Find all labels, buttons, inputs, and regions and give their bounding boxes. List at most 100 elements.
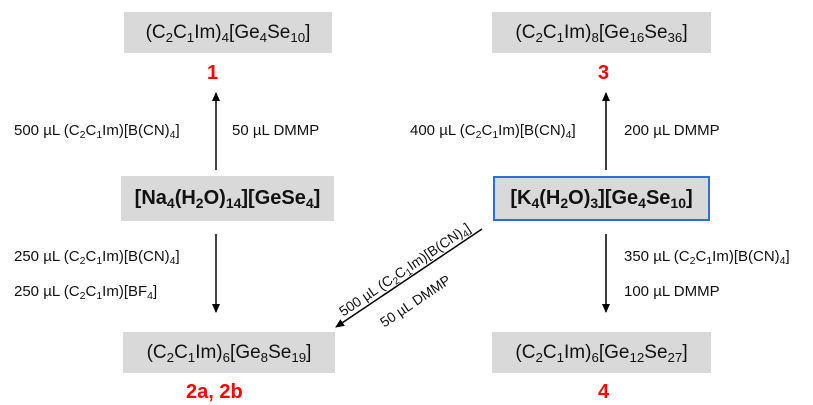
formula-subscript: 2 <box>475 129 482 142</box>
formula-text: C <box>695 248 707 265</box>
formula-subscript: 4 <box>305 195 314 212</box>
formula-subscript: 16 <box>629 29 645 45</box>
formula-text: [Ge <box>229 21 260 43</box>
formula-subscript: 2 <box>195 195 204 212</box>
formula-text: ] <box>686 187 693 209</box>
formula-text: O) <box>203 187 226 209</box>
formula-text: Im)[B(CN) <box>102 248 170 265</box>
formula-text: 500 µL (C <box>14 122 80 139</box>
reactant-na-formula: [Na4(H2O)14][GeSe4] <box>135 187 321 210</box>
formula-text: Im)[B(CN) <box>712 248 780 265</box>
formula-text: (C <box>515 21 536 43</box>
condition-to2-il2: 250 µL (C2C1Im)[BF4] <box>14 283 158 303</box>
formula-text: ] <box>682 341 688 363</box>
formula-text: 400 µL (C <box>410 122 476 139</box>
formula-subscript: 1 <box>556 349 564 365</box>
formula-subscript: 2 <box>166 349 175 365</box>
formula-subscript: 1 <box>96 129 103 142</box>
formula-text: C <box>542 341 557 363</box>
condition-to3-dmmp: 200 µL DMMP <box>624 122 720 139</box>
formula-subscript: 1 <box>187 349 196 365</box>
formula-text: C <box>481 122 493 139</box>
product-4-formula: (C2C1Im)6[Ge12Se27] <box>515 342 687 364</box>
formula-subscript: 2 <box>535 29 543 45</box>
condition-to1-dmmp: 50 µL DMMP <box>232 122 320 139</box>
formula-subscript: 4 <box>169 129 176 142</box>
formula-subscript: 4 <box>147 290 153 303</box>
condition-to3-il: 400 µL (C2C1Im)[B(CN)4] <box>410 122 576 142</box>
formula-subscript: 36 <box>667 29 683 45</box>
product-3-formula: (C2C1Im)8[Ge16Se36] <box>515 22 687 44</box>
formula-text: Im)[B(CN) <box>102 122 170 139</box>
reactant-k-box: [K4(H2O)3][Ge4Se10] <box>493 176 710 221</box>
formula-text: [Ge <box>598 21 630 43</box>
formula-subscript: 2 <box>79 129 86 142</box>
formula-subscript: 1 <box>96 255 103 268</box>
formula-text: (H <box>174 187 196 209</box>
reactant-na-box: [Na4(H2O)14][GeSe4] <box>121 176 334 221</box>
condition-to2-il1: 250 µL (C2C1Im)[B(CN)4] <box>14 248 180 268</box>
product-4-number: 4 <box>598 381 610 403</box>
product-3-number: 3 <box>598 62 610 84</box>
formula-text: [Ge <box>230 341 261 363</box>
formula-text: Se <box>267 21 291 43</box>
formula-subscript: 4 <box>166 195 175 212</box>
formula-text: ] <box>175 122 180 139</box>
formula-subscript: 2 <box>79 290 86 303</box>
formula-text: ] <box>306 341 312 363</box>
formula-text: C <box>85 122 97 139</box>
formula-text: 250 µL (C <box>14 248 80 265</box>
product-2-formula: (C2C1Im)6[Ge8Se19] <box>147 342 312 364</box>
arrow-k-to-2 <box>335 228 483 328</box>
formula-subscript: 1 <box>492 129 499 142</box>
formula-text: Se <box>645 187 671 209</box>
condition-to4-il: 350 µL (C2C1Im)[B(CN)4] <box>624 248 790 268</box>
formula-subscript: 1 <box>706 255 713 268</box>
formula-text: Im)[BF <box>102 283 148 300</box>
formula-subscript: 2 <box>535 349 543 365</box>
formula-text: [Ge <box>598 341 630 363</box>
formula-subscript: 2 <box>689 255 696 268</box>
formula-subscript: 14 <box>225 195 242 212</box>
formula-text: (H <box>539 187 561 209</box>
product-2-box: (C2C1Im)6[Ge8Se19] <box>123 332 335 373</box>
formula-text: ] <box>682 21 688 43</box>
formula-text: Im)[B(CN) <box>498 122 566 139</box>
formula-text: ] <box>305 21 311 43</box>
formula-subscript: 1 <box>556 29 564 45</box>
formula-subscript: 3 <box>590 195 599 212</box>
formula-subscript: 6 <box>222 349 231 365</box>
formula-text: [Na <box>134 187 167 209</box>
formula-text: 350 µL (C <box>624 248 690 265</box>
formula-subscript: 4 <box>531 195 540 212</box>
formula-text: O) <box>568 187 591 209</box>
reactant-k-formula: [K4(H2O)3][Ge4Se10] <box>510 187 692 210</box>
product-1-formula: (C2C1Im)4[Ge4Se10] <box>146 22 311 44</box>
formula-text: Se <box>268 341 292 363</box>
formula-text: 250 µL (C <box>14 283 80 300</box>
formula-text: Im) <box>195 341 223 363</box>
formula-subscript: 2 <box>165 29 174 45</box>
formula-subscript: 4 <box>259 29 268 45</box>
formula-subscript: 4 <box>779 255 786 268</box>
formula-text: (C <box>145 21 166 43</box>
formula-text: C <box>85 248 97 265</box>
formula-text: ] <box>785 248 790 265</box>
formula-text: C <box>173 21 187 43</box>
product-4-box: (C2C1Im)6[Ge12Se27] <box>492 332 711 373</box>
formula-text: (C <box>146 341 167 363</box>
formula-subscript: 2 <box>79 255 86 268</box>
formula-text: ] <box>153 283 158 300</box>
product-1-box: (C2C1Im)4[Ge4Se10] <box>124 12 332 53</box>
formula-text: ][GeSe <box>241 187 306 209</box>
formula-text: ][Ge <box>598 187 639 209</box>
condition-to4-dmmp: 100 µL DMMP <box>624 283 720 300</box>
formula-text: Se <box>644 341 668 363</box>
formula-text: C <box>174 341 188 363</box>
product-2-number: 2a, 2b <box>186 381 243 403</box>
formula-text: Se <box>644 21 668 43</box>
formula-subscript: 2 <box>560 195 569 212</box>
formula-subscript: 4 <box>169 255 176 268</box>
formula-subscript: 1 <box>96 290 103 303</box>
